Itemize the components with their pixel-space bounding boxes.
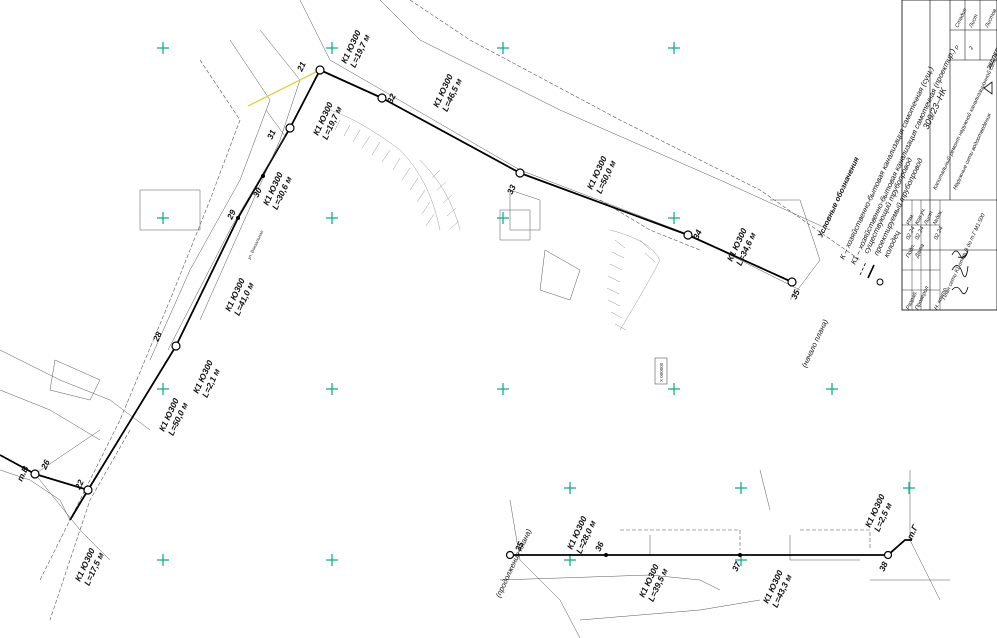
grid-crosses: [157, 42, 915, 566]
well-30: [261, 174, 265, 178]
well-36: [604, 553, 608, 557]
well-label-33: 33: [505, 183, 518, 196]
date-developer: 02.24: [905, 226, 916, 241]
well-label-26: 26: [38, 458, 52, 472]
stage-value: Р: [954, 45, 961, 51]
existing-connection-line: [247, 69, 321, 107]
cont-well-36: 36: [593, 540, 606, 553]
coord-box: Х 000000: [654, 357, 668, 385]
legend-well-sample: [876, 278, 884, 286]
well-number-labels: 21 32 33 34 35 31 30 29 28 22 26 т.В: [15, 60, 802, 492]
hdr-change: Изм.: [905, 213, 915, 226]
well-34: [683, 230, 693, 240]
well-38: [883, 550, 893, 560]
hdr-sign: Подп.: [905, 243, 917, 259]
legend-existing-pipe-sample: [859, 261, 867, 276]
signature-norm-control: [951, 286, 969, 295]
cont-well-38: 38: [877, 560, 890, 573]
well-33: [515, 168, 525, 178]
well-label-34: 34: [691, 228, 704, 241]
wells-main: [30, 65, 797, 495]
well-26: [30, 469, 40, 479]
well-label-29: 29: [224, 208, 238, 222]
terrain-lines: [0, 0, 950, 638]
cont-well-35: 35: [513, 540, 526, 553]
well-label-32: 32: [385, 92, 398, 105]
well-label-30: 30: [251, 186, 264, 199]
signature-checker: [951, 265, 969, 278]
signature-developer: [951, 250, 969, 259]
well-31: [285, 123, 295, 133]
slope-hatching: [329, 109, 661, 331]
sheet-value: 2: [968, 46, 975, 52]
hdr-date: Дата: [914, 243, 926, 260]
well-29: [236, 216, 240, 220]
well-35: [787, 277, 797, 287]
well-label-21: 21: [294, 60, 308, 74]
well-22: [83, 485, 93, 495]
company-logo: [983, 81, 993, 95]
well-21: [315, 65, 325, 75]
well-28: [171, 341, 181, 351]
well-label-35: 35: [789, 288, 802, 301]
well-37: [738, 553, 742, 557]
date-checker: 02.24: [914, 226, 925, 241]
well-label-31: 31: [265, 128, 278, 141]
well-32: [377, 93, 387, 103]
legend-planned-pipe-sample: [867, 264, 875, 279]
well-label-22: 22: [72, 478, 86, 492]
well-label-28: 28: [150, 330, 164, 344]
coord-box-text: Х 000000: [659, 362, 664, 382]
well-35b: [505, 550, 515, 560]
date-norm-control: 02.24: [933, 226, 944, 241]
